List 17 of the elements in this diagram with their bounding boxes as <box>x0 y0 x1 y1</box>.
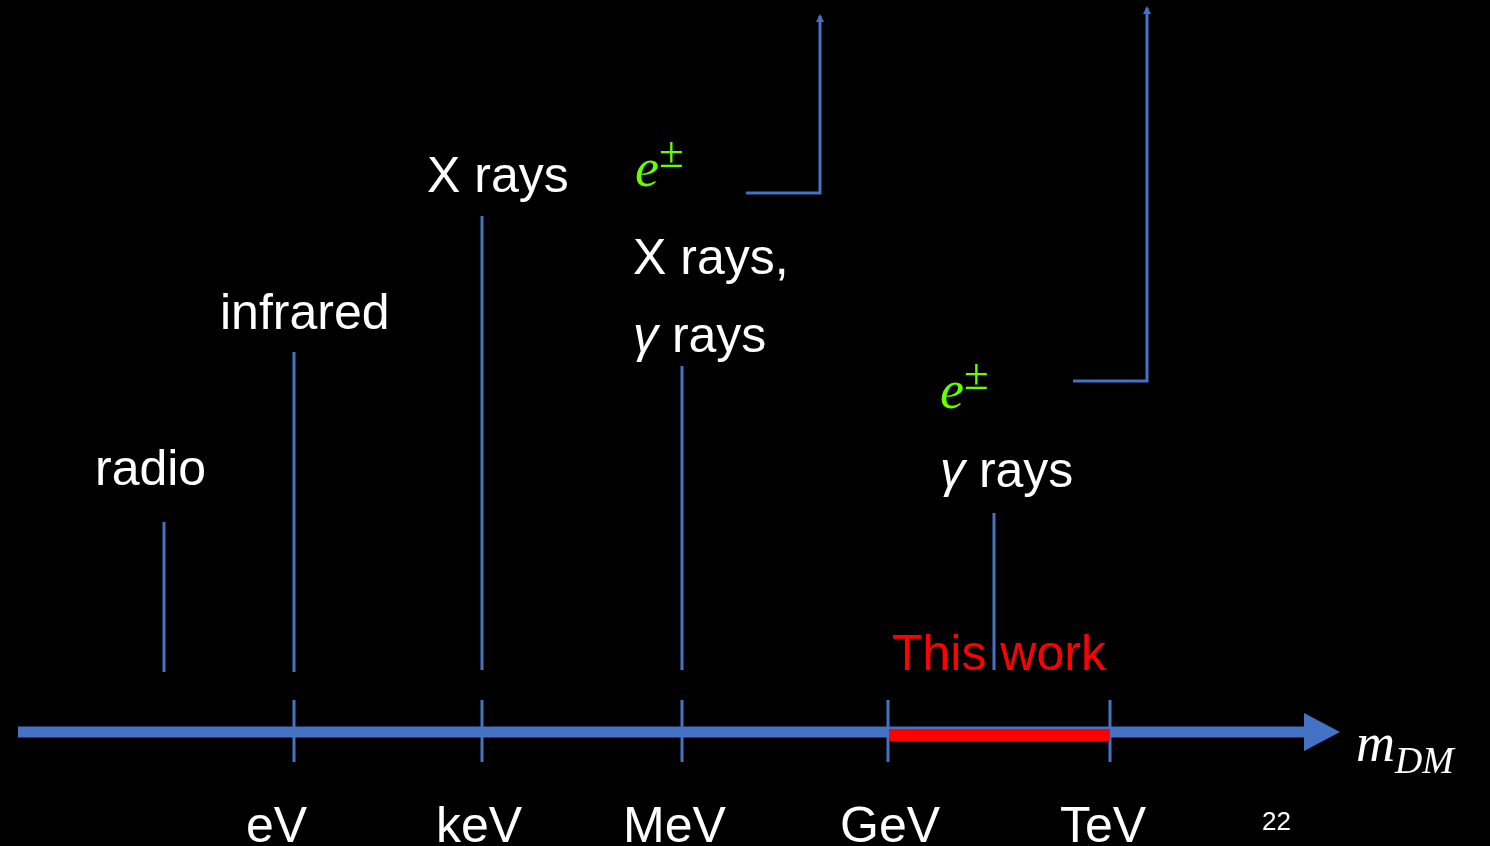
arrow <box>1073 6 1151 383</box>
axis-title: m$_{DM}$ <box>1356 716 1454 780</box>
axis-tick-label: GeV <box>840 800 941 846</box>
axis-tick-label: MeV <box>623 800 726 846</box>
particle-label: e$^{±}$ <box>940 352 1073 417</box>
particle-label: e$^{±}$ <box>635 130 746 195</box>
result-label: This work <box>892 628 1106 678</box>
spectrum-label: γ rays <box>940 445 1074 495</box>
axis-tick-label: eV <box>246 800 308 846</box>
arrow <box>746 14 824 195</box>
page-number: 22 <box>1262 808 1291 834</box>
spectrum-label: X rays <box>427 150 569 200</box>
spectrum-label: radio <box>95 443 207 493</box>
axis-tick-label: keV <box>436 800 523 846</box>
axis-tick-label: TeV <box>1060 800 1147 846</box>
spectrum-label: infrared <box>220 287 390 337</box>
spectrum-label: X rays, γ rays <box>633 228 790 365</box>
